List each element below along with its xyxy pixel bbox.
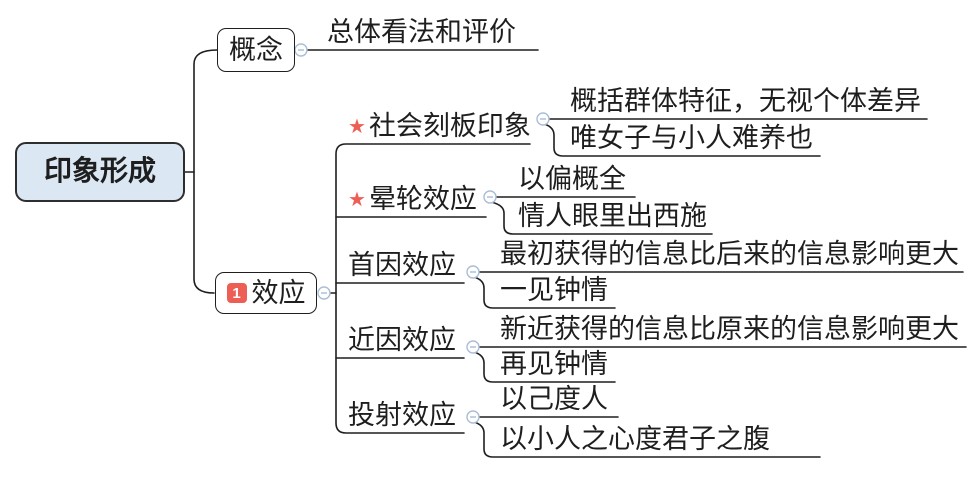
- connector-recency-child2: [473, 351, 616, 383]
- connector-stereotype-child2: [543, 123, 821, 157]
- leaf-halo-definition[interactable]: 以偏概全: [518, 162, 626, 196]
- leaf-label: 情人眼里出西施: [518, 201, 707, 231]
- topic-concept-label: 概念: [229, 34, 283, 65]
- topic-effect-label: 效应: [251, 277, 306, 308]
- collapse-button-effect[interactable]: [317, 286, 331, 300]
- connector-trunk-level2: [193, 49, 218, 294]
- leaf-label: 以己度人: [500, 384, 608, 414]
- leaf-halo-example[interactable]: 情人眼里出西施: [518, 199, 707, 233]
- leaf-primacy-definition[interactable]: 最初获得的信息比后来的信息影响更大: [500, 237, 959, 271]
- connector-primacy-child2: [473, 276, 616, 309]
- leaf-label: 唯女子与小人难养也: [570, 123, 813, 153]
- connector-halo-child2: [490, 201, 713, 235]
- topic-concept[interactable]: 概念: [217, 28, 295, 72]
- collapse-button-recency[interactable]: [466, 340, 480, 354]
- topic-projection-label: 投射效应: [348, 400, 456, 430]
- topic-primacy[interactable]: 首因效应: [348, 248, 456, 282]
- leaf-label: 以小人之心度君子之腹: [500, 424, 770, 454]
- topic-halo[interactable]: ★ 晕轮效应: [348, 182, 477, 216]
- star-icon: ★: [348, 187, 366, 211]
- topic-projection[interactable]: 投射效应: [348, 398, 456, 432]
- topic-recency[interactable]: 近因效应: [348, 323, 456, 357]
- leaf-projection-example[interactable]: 以小人之心度君子之腹: [500, 422, 770, 456]
- leaf-label: 以偏概全: [518, 164, 626, 194]
- collapse-button-halo[interactable]: [483, 190, 497, 204]
- leaf-projection-definition[interactable]: 以己度人: [500, 382, 608, 416]
- leaf-stereotype-definition[interactable]: 概括群体特征，无视个体差异: [570, 84, 921, 118]
- leaf-label: 最初获得的信息比后来的信息影响更大: [500, 239, 959, 269]
- topic-effect[interactable]: 1 效应: [215, 272, 317, 314]
- leaf-label: 再见钟情: [500, 349, 608, 379]
- topic-halo-label: 晕轮效应: [368, 184, 477, 214]
- topic-summary-label: 总体看法和评价: [327, 17, 516, 47]
- topic-primacy-label: 首因效应: [348, 250, 456, 280]
- topic-stereotype[interactable]: ★ 社会刻板印象: [348, 109, 531, 143]
- star-icon: ★: [348, 114, 366, 138]
- collapse-button-concept[interactable]: [294, 43, 308, 57]
- leaf-label: 概括群体特征，无视个体差异: [570, 86, 921, 116]
- topic-recency-label: 近因效应: [348, 325, 456, 355]
- topic-summary[interactable]: 总体看法和评价: [327, 15, 516, 49]
- collapse-button-projection[interactable]: [466, 410, 480, 424]
- leaf-primacy-example[interactable]: 一见钟情: [500, 273, 608, 307]
- leaf-recency-example[interactable]: 再见钟情: [500, 347, 608, 381]
- leaf-label: 一见钟情: [500, 275, 608, 305]
- connector-trunk-level3: [335, 143, 531, 434]
- leaf-label: 新近获得的信息比原来的信息影响更大: [500, 314, 959, 344]
- leaf-recency-definition[interactable]: 新近获得的信息比原来的信息影响更大: [500, 312, 959, 346]
- leaf-stereotype-example[interactable]: 唯女子与小人难养也: [570, 121, 813, 155]
- root-topic-label: 印象形成: [43, 156, 156, 187]
- root-topic[interactable]: 印象形成: [15, 142, 185, 202]
- collapse-button-primacy[interactable]: [466, 265, 480, 279]
- numbered-marker-badge: 1: [226, 283, 247, 303]
- collapse-button-stereotype[interactable]: [536, 112, 550, 126]
- connector-projection-child2: [473, 421, 821, 458]
- topic-stereotype-label: 社会刻板印象: [368, 111, 531, 141]
